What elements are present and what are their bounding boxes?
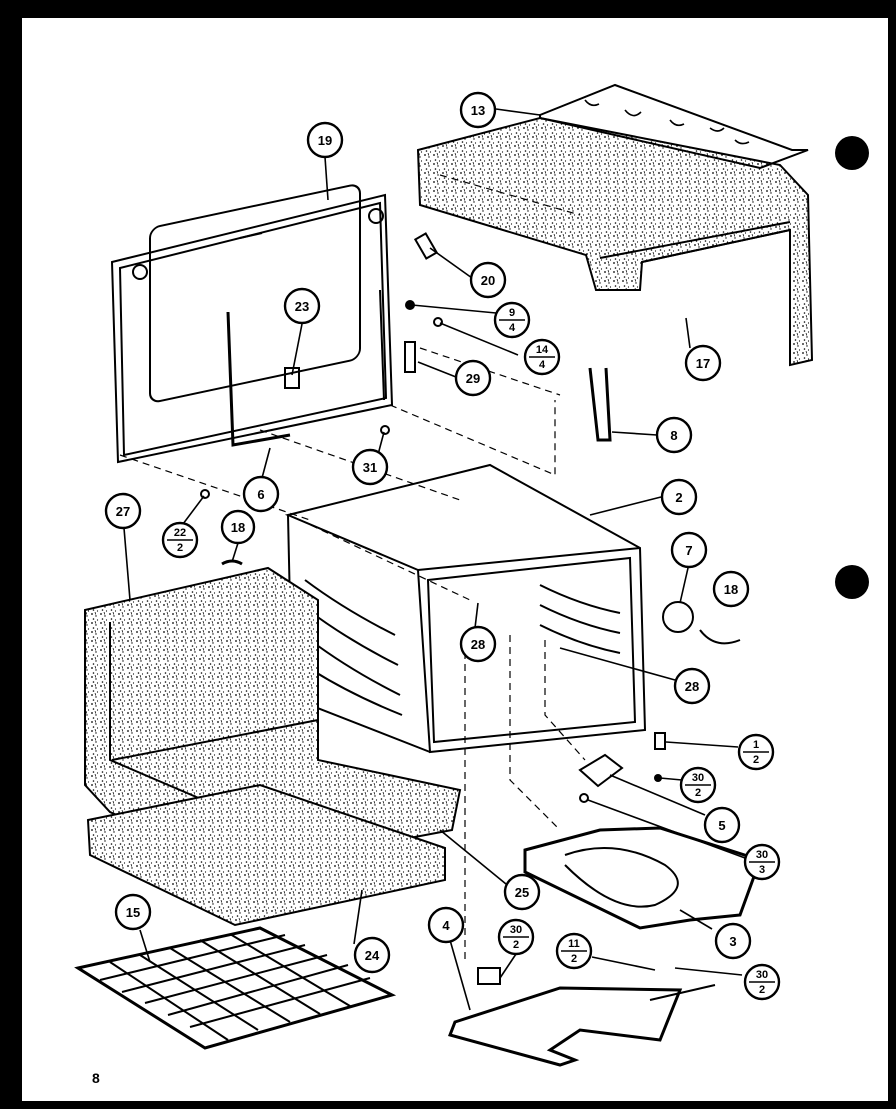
svg-text:19: 19 [318, 133, 332, 148]
svg-text:30: 30 [692, 772, 704, 784]
callout-28-cavity: 28 [459, 625, 497, 663]
callout-20: 20 [469, 261, 507, 299]
callout-23: 23 [283, 287, 321, 325]
callout-30-2-lower: 302 [743, 963, 781, 1001]
leader-lines [123, 108, 746, 1011]
svg-text:13: 13 [471, 103, 485, 118]
svg-text:25: 25 [515, 885, 529, 900]
callout-15: 15 [114, 893, 152, 931]
svg-text:4: 4 [509, 322, 516, 334]
svg-text:15: 15 [126, 905, 140, 920]
callout-18-left: 18 [220, 509, 256, 545]
callout-5: 5 [703, 806, 741, 844]
callout-7: 7 [670, 531, 708, 569]
bake-element-part [523, 826, 762, 930]
svg-text:11: 11 [568, 938, 580, 950]
callout-3: 3 [714, 922, 752, 960]
callout-25: 25 [503, 873, 541, 911]
callout-31: 31 [351, 448, 389, 486]
binder-hole-bottom [835, 565, 869, 599]
svg-text:2: 2 [675, 490, 682, 505]
page-number: 8 [92, 1070, 100, 1086]
callout-29: 29 [454, 359, 492, 397]
callout-1-2: 12 [737, 733, 775, 771]
callout-2: 2 [660, 478, 698, 516]
callout-6: 6 [242, 475, 280, 513]
hardware-parts [200, 232, 741, 803]
callout-9-4: 94 [493, 301, 531, 339]
callout-8-bracket: 8 [655, 416, 693, 454]
callout-13: 13 [459, 91, 497, 129]
callout-27: 27 [104, 492, 142, 530]
svg-text:2: 2 [513, 939, 519, 951]
svg-text:2: 2 [177, 542, 183, 554]
svg-text:22: 22 [174, 527, 186, 539]
callout-4: 4 [427, 906, 465, 944]
svg-text:27: 27 [116, 504, 130, 519]
svg-text:2: 2 [571, 953, 577, 965]
bottom-insulation-part [86, 783, 446, 927]
callout-11-2: 112 [555, 932, 593, 970]
binder-hole-top [835, 136, 869, 170]
svg-text:30: 30 [756, 969, 768, 981]
svg-text:2: 2 [753, 754, 759, 766]
svg-text:18: 18 [724, 582, 738, 597]
svg-text:28: 28 [471, 637, 485, 652]
svg-text:5: 5 [718, 818, 725, 833]
oven-door-frame-part [110, 184, 394, 464]
svg-text:31: 31 [363, 460, 377, 475]
svg-text:20: 20 [481, 273, 495, 288]
callout-22-2: 222 [161, 521, 199, 559]
svg-text:4: 4 [539, 359, 546, 371]
svg-text:18: 18 [231, 520, 245, 535]
callout-labels: 13 19 20 94 144 29 17 23 8 31 6 2 27 222… [104, 91, 781, 1001]
svg-text:7: 7 [685, 543, 692, 558]
callout-17: 17 [684, 344, 722, 382]
top-insulation-part [416, 116, 814, 367]
svg-text:2: 2 [759, 984, 765, 996]
svg-text:30: 30 [510, 924, 522, 936]
callout-19: 19 [306, 121, 344, 159]
svg-text:2: 2 [695, 787, 701, 799]
callout-30-3: 303 [743, 843, 781, 881]
svg-text:9: 9 [509, 307, 515, 319]
svg-text:24: 24 [365, 948, 380, 963]
svg-text:3: 3 [759, 864, 765, 876]
svg-text:17: 17 [696, 356, 710, 371]
callout-28-side: 28 [673, 667, 711, 705]
callout-18-right: 18 [712, 570, 750, 608]
svg-text:14: 14 [536, 344, 549, 356]
callout-30-2-upper: 302 [679, 766, 717, 804]
svg-text:30: 30 [756, 849, 768, 861]
callout-24: 24 [353, 936, 391, 974]
svg-text:8: 8 [670, 428, 677, 443]
svg-text:1: 1 [753, 739, 759, 751]
assembly-lines [119, 347, 586, 960]
svg-text:4: 4 [442, 918, 450, 933]
oven-cavity-part [284, 463, 647, 754]
callout-30-2-broil: 302 [497, 918, 535, 956]
oven-rack-part [74, 926, 397, 1050]
broil-element-part [448, 967, 716, 1067]
svg-text:3: 3 [729, 934, 736, 949]
svg-text:6: 6 [257, 487, 264, 502]
callout-14-4: 144 [523, 338, 561, 376]
svg-text:23: 23 [295, 299, 309, 314]
insulation-sheet-part [539, 83, 809, 170]
svg-text:28: 28 [685, 679, 699, 694]
svg-text:29: 29 [466, 371, 480, 386]
